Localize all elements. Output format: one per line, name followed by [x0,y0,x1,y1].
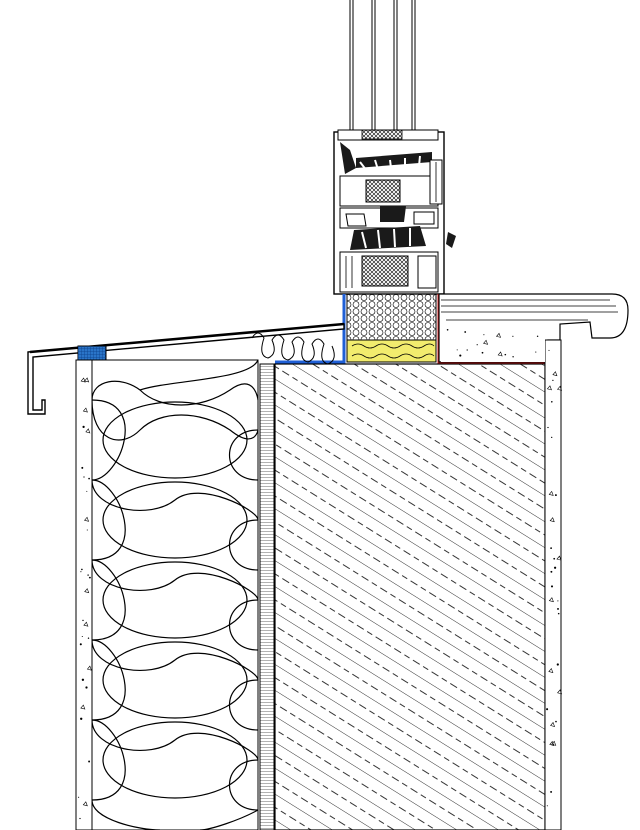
glass-panes-icon [349,0,416,132]
yellow-tape-icon [346,339,437,363]
window-frame [333,129,456,295]
quilt-insulation-icon [91,359,259,830]
plaster [75,324,563,830]
external-render [75,359,93,830]
internal-plaster [544,339,562,830]
gasket-upper [340,142,356,174]
blue-membrane-icon [275,294,346,364]
sill-bed-plaster [441,324,545,362]
inner-membrane [275,294,346,364]
speckle-pattern-icon [78,328,563,820]
sealing-tape [346,339,437,363]
external-sill [27,322,345,415]
hatch-pattern-icon [274,363,546,830]
thermal-insulation [91,359,259,830]
frame-profile-icon [333,129,456,295]
masonry-wall [259,363,546,830]
glazing [349,0,416,132]
adhesive-layer [259,363,275,830]
sill-flashing-icon [27,323,345,415]
circle-pattern-icon [346,293,437,341]
foam-filler [346,293,437,341]
gasket-lower [350,226,426,250]
